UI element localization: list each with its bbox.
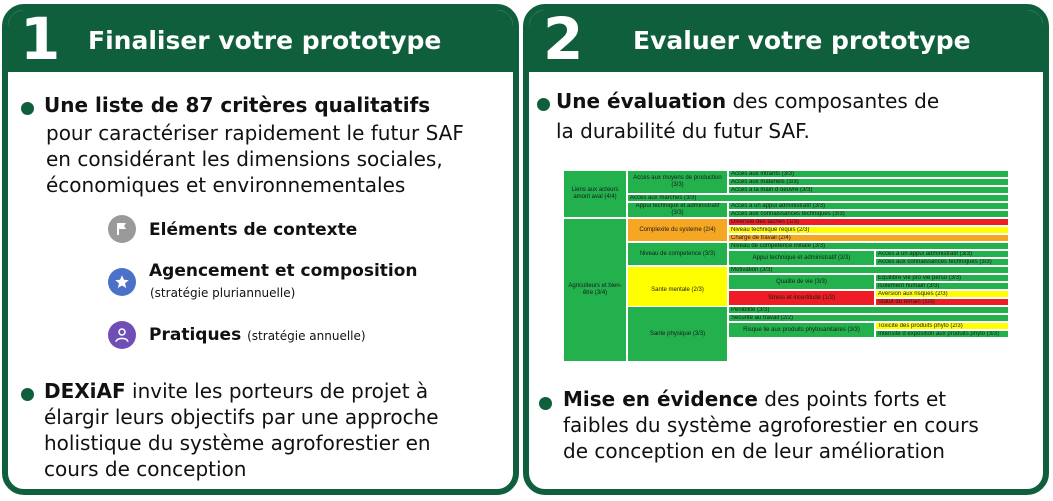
bullet-dexiaf-bold: DEXiAF [44,379,126,403]
table-cell: Risque lie aux produits phytosanitaires … [728,322,875,338]
bullet-evaluation: Une évaluation des composantes de la dur… [556,88,1036,144]
table-cell: Statut du terrain (1/3) [875,298,1009,306]
item-pratiques-note: (stratégie annuelle) [247,329,366,343]
table-cell: Acces aux intrants (3/3) [728,170,1009,178]
card-header: 2 Evaluer votre prototype [529,10,1043,72]
table-cell: Acces aux materiels (3/3) [728,178,1009,186]
table-cell: Niveau technique requis (2/3) [728,226,1009,234]
item-pratiques-label: Pratiques [149,325,242,345]
table-cell: Acces aux connaissances techniques (3/3) [728,210,1009,218]
table-cell: Equilibre vie pro vie perso (3/3) [875,274,1009,282]
table-cell: Complexite du systeme (2/4) [627,218,728,242]
table-cell: Qualite de vie (3/3) [728,274,875,290]
table-cell: Stress et incertitude (1/3) [728,290,875,306]
step-number: 2 [543,5,584,73]
bullet-evidence-bold: Mise en évidence [563,387,758,411]
table-cell: Appui technique et administratif (3/3) [627,202,728,218]
table-cell: Isolement humain (3/3) [875,282,1009,290]
step-number: 1 [20,5,61,73]
card-title: Finaliser votre prototype [88,26,442,55]
text-line: économiques et environnementales [46,173,406,197]
text-line: holistique du système agroforestier en [44,431,431,455]
table-cell: Acces a la main d oeuvre (3/3) [728,186,1009,194]
flag-icon [108,215,136,243]
table-cell: Acces aux moyens de production (3/3) [627,170,728,194]
table-cell: Liens aux acteurs amont aval (4/4) [563,170,627,218]
bullet-criteria-bold: Une liste de 87 critères qualitatifs [44,93,431,117]
card-finaliser: 1 Finaliser votre prototype Une liste de… [2,4,519,495]
text-line: la durabilité du futur SAF. [556,119,810,143]
evaluation-table: Liens aux acteurs amont aval (4/4)Acces … [563,170,1009,362]
person-icon [108,321,136,349]
bullet-dot-icon [539,397,552,410]
card-title: Evaluer votre prototype [633,26,971,55]
item-agencement-note: (stratégie pluriannuelle) [150,286,296,300]
text-line: pour caractériser rapidement le futur SA… [46,121,464,145]
table-cell: Niveau de competence (3/3) [627,242,728,266]
table-cell: Motivation (3/3) [728,266,1009,274]
bullet-criteria-body: pour caractériser rapidement le futur SA… [46,120,513,198]
table-cell: Agriculteurs et bien-être (3/4) [563,218,627,362]
bullet-dot-icon [21,388,34,401]
star-icon [108,268,136,296]
item-agencement-label: Agencement et composition [149,261,418,281]
table-cell: Acces a un appui administratif (3/3) [875,250,1009,258]
text-line: DEXiAF invite les porteurs de projet à [44,378,513,404]
item-context-label: Eléments de contexte [149,220,358,240]
table-cell: Aversion aux risques (2/3) [875,290,1009,298]
bullet-dot-icon [21,102,34,115]
table-cell: Acces a un appui administratif (3/3) [728,202,1009,210]
item-pratiques: Pratiques (stratégie annuelle) [149,325,366,345]
text-line: Mise en évidence des points forts et [563,386,1043,412]
bullet-dexiaf: DEXiAF invite les porteurs de projet à é… [44,378,513,482]
table-cell: Diversite des taches (1/3) [728,218,1009,226]
bullet-dot-icon [537,98,550,111]
text-line: élargir leurs objectifs par une approche [44,405,439,429]
table-cell: Charge de travail (2/4) [728,234,1009,242]
bullet-evidence: Mise en évidence des points forts et fai… [563,386,1043,464]
text-line: de conception en de leur amélioration [563,439,945,463]
bullet-evaluation-rest: des composantes de [726,89,940,113]
card-body: Une liste de 87 critères qualitatifs pou… [8,72,513,489]
text-line: cours de conception [44,457,247,481]
table-cell: Intensite d exposition aux produits phyt… [875,330,1009,338]
text-line: en considérant les dimensions sociales, [46,147,443,171]
table-cell: Securite au travail (2/2) [728,314,1009,322]
table-cell: Penibilite (3/3) [728,306,1009,314]
card-evaluer: 2 Evaluer votre prototype Une évaluation… [523,4,1049,495]
card-header: 1 Finaliser votre prototype [8,10,513,72]
table-cell: Niveau de competence initiale (3/3) [728,242,1009,250]
text-line: Une évaluation des composantes de [556,88,1036,114]
bullet-dexiaf-rest: invite les porteurs de projet à [125,379,429,403]
table-cell: Toxicite des produits phyto (2/3) [875,322,1009,330]
table-cell: Appui technique et administratif (3/3) [728,250,875,266]
bullet-criteria: Une liste de 87 critères qualitatifs [44,92,430,118]
table-cell: Sante physique (3/3) [627,306,728,362]
bullet-evidence-rest: des points forts et [757,387,947,411]
card-body: Une évaluation des composantes de la dur… [529,72,1043,489]
text-line: faibles du système agroforestier en cour… [563,413,979,437]
table-cell: Acces aux connaissances techniques (3/3) [875,258,1009,266]
table-cell: Acces aux marches (3/3) [627,194,1009,202]
bullet-evaluation-bold: Une évaluation [556,89,727,113]
